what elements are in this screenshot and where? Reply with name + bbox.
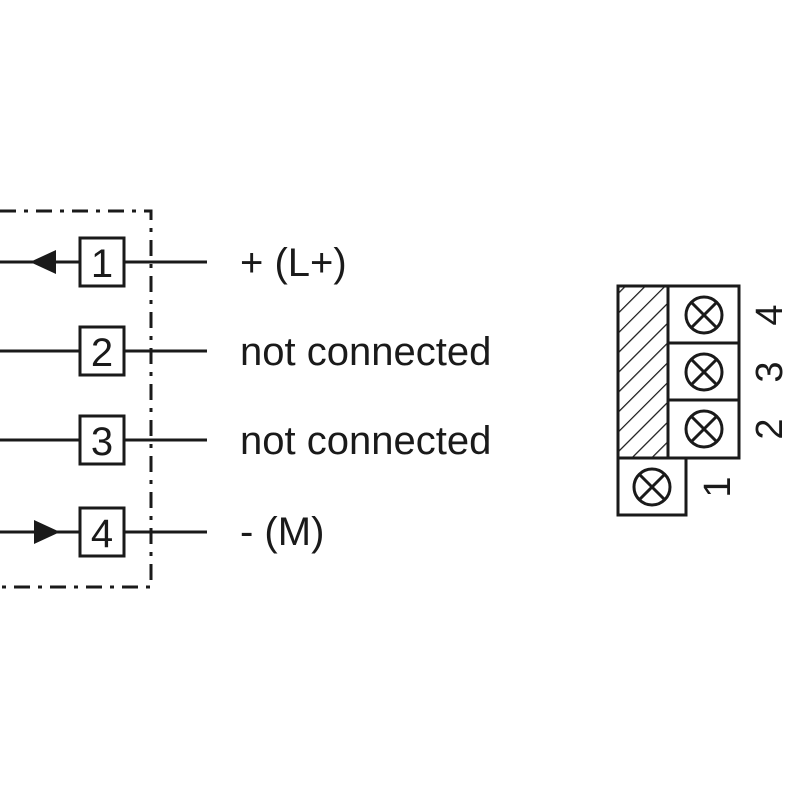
screw-terminal-4-icon	[684, 295, 724, 335]
pin-row-2: 2 not connected	[0, 325, 491, 377]
output-arrow-icon	[30, 250, 56, 274]
input-arrow-icon	[34, 520, 60, 544]
screw-terminal-3-icon	[684, 352, 724, 392]
pin-row-3: 3 not connected	[0, 414, 491, 466]
terminal-block-hatched-area	[618, 286, 668, 458]
pin-2-box	[78, 325, 126, 377]
pin-4-number: 4	[91, 512, 113, 556]
pin-1-box	[78, 236, 126, 288]
terminal-label-4: 4	[749, 304, 791, 325]
terminal-label-2: 2	[749, 418, 791, 439]
terminal-block: 4 3 2 1	[616, 284, 791, 517]
pin-row-4: 4 - (M)	[0, 506, 324, 558]
pin-3-box	[78, 414, 126, 466]
pin-4-box	[78, 506, 126, 558]
pin-2-label: not connected	[240, 330, 491, 374]
terminal-label-3: 3	[749, 361, 791, 382]
pin-3-label: not connected	[240, 419, 491, 463]
pin-1-number: 1	[91, 242, 113, 286]
screw-terminal-1-icon	[632, 467, 672, 507]
pin-2-number: 2	[91, 331, 113, 375]
pin-1-label: + (L+)	[240, 241, 347, 285]
terminal-label-1: 1	[697, 476, 739, 497]
connector-housing-outline	[0, 209, 153, 589]
pin-3-number: 3	[91, 420, 113, 464]
screw-terminal-2-icon	[684, 409, 724, 449]
pin-row-1: 1 + (L+)	[0, 236, 347, 288]
pin-4-label: - (M)	[240, 510, 324, 554]
